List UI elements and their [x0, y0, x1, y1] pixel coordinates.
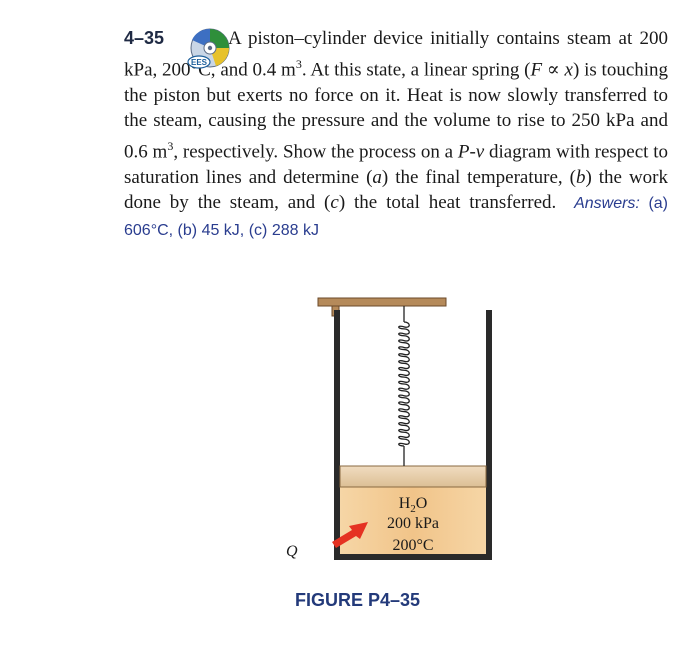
cylinder-bottom: [334, 554, 492, 560]
temperature-label: 200°C: [392, 537, 433, 554]
figure-caption: FIGURE P4–35: [295, 590, 421, 610]
heat-label: Q: [286, 543, 298, 560]
piston: [339, 465, 487, 488]
contents-label: H2O: [399, 495, 428, 515]
top-plate: [317, 297, 447, 307]
problem-number: 4–35: [124, 28, 165, 48]
steam-region: [340, 487, 486, 554]
answers: Answers: (a) 606°C, (b) 45 kJ, (c) 288 k…: [124, 195, 668, 239]
ees-label: EES: [191, 58, 208, 67]
cylinder-left-wall: [334, 310, 340, 560]
heat-arrow: [332, 522, 368, 548]
piston-cylinder-figure: H2O 200 kPa 200°C Q: [286, 297, 492, 560]
pressure-label: 200 kPa: [387, 515, 439, 532]
cylinder-right-wall: [486, 310, 492, 560]
ees-cd-icon: EES: [187, 28, 230, 69]
spring: [398, 306, 410, 466]
